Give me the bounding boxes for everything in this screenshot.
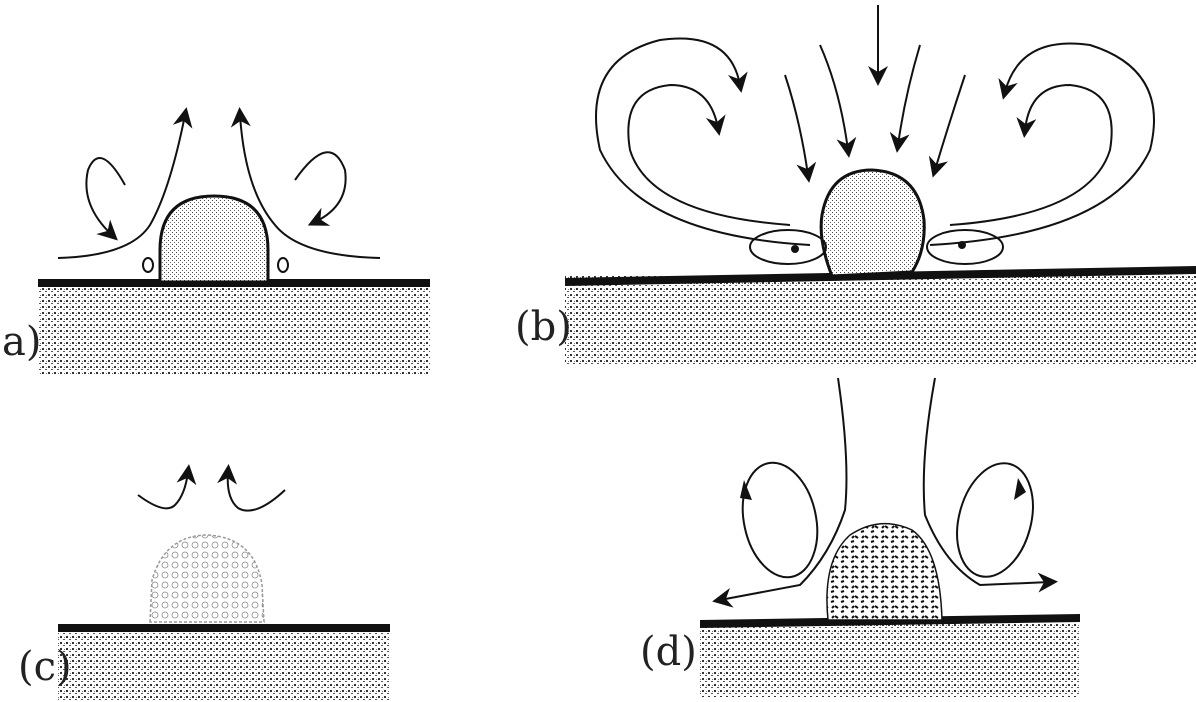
panel-b-eddy-right-core [958,241,966,249]
panel-c-arrow-right [228,472,285,511]
panel-c-arrow-left [138,472,188,508]
panel-c-ground-surface [58,624,390,632]
panel-b: (b) [515,5,1196,365]
panel-d-label: (d) [640,629,697,675]
panel-c: (c) [18,472,390,702]
panel-b-loop-right [930,44,1154,245]
panel-d-vortex-left [733,456,828,584]
panel-a-vortex-left [86,158,125,235]
panel-b-downflow-4 [898,45,920,145]
panel-a-label: a) [2,319,41,365]
panel-b-ground [565,275,1196,365]
panel-b-downflow-1 [785,75,808,175]
panel-b-bubble [821,170,924,276]
panel-d-ground [700,622,1080,697]
panel-c-ground [58,628,390,702]
panel-d-debris-mound [827,524,942,620]
panel-b-loop-left-inner [628,85,790,225]
panel-a-bubble [160,196,268,282]
panel-a-eddy-right [278,258,288,272]
panel-d: (d) [640,378,1080,697]
panel-a-vortex-right [295,152,346,222]
panel-d-jet-left [720,378,846,600]
panel-b-downflow-5 [935,75,965,170]
panel-b-eddy-left-core [791,245,799,253]
panel-d-vortex-right-arrow [1014,478,1026,500]
panel-b-loop-right-inner [950,85,1112,225]
panel-c-collapsed-bubble [150,535,264,622]
panel-b-downflow-2 [820,45,848,150]
panel-a-ground [38,283,430,375]
panel-d-vortex-right [945,455,1045,586]
panel-b-label: (b) [515,304,572,350]
panel-d-vortex-left-arrow [740,480,752,500]
panel-b-eddy-left [750,230,826,264]
panel-a: a) [2,115,430,375]
panel-a-eddy-left [143,258,153,272]
panel-d-jet-right [924,378,1050,585]
panel-c-label: (c) [18,644,72,690]
